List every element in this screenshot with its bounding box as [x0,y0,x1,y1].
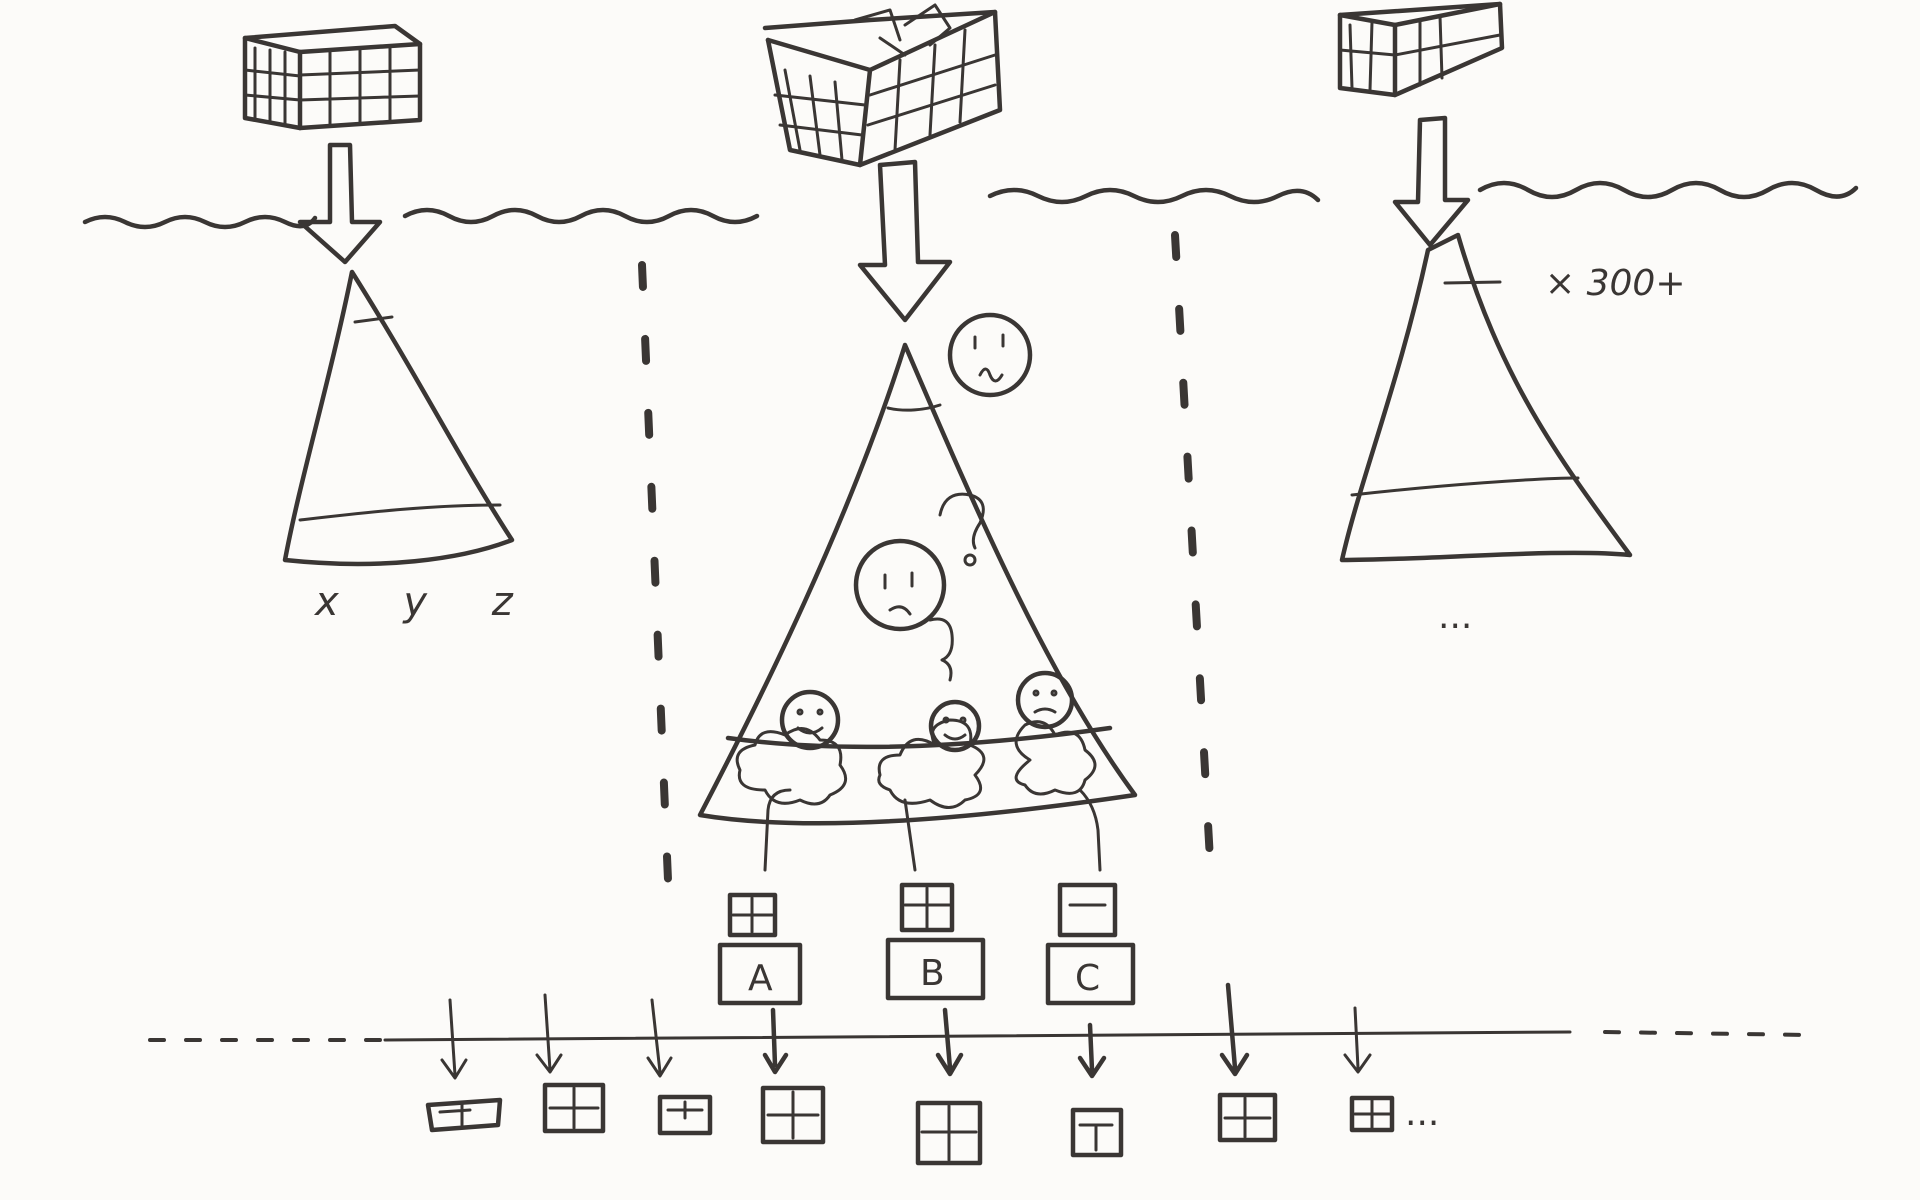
data-box-icon [762,3,1003,168]
divider-left [638,261,672,884]
label-tag-icon [717,942,803,1006]
smiley-icon [947,312,1033,398]
funnel-icon [282,269,515,567]
data-box-icon [242,23,423,131]
baseline [148,1030,1812,1042]
question-mark-icon [938,492,985,567]
grid-item-icon [1217,1092,1278,1143]
category-a-label: A [748,958,773,999]
thought-cloud-icon [1014,720,1102,872]
category-c-label: C [1075,958,1100,999]
down-arrow-icon [440,982,1372,1080]
more-indicator: ... [1405,1093,1439,1134]
grid-item-icon [899,882,955,933]
more-indicator: ... [1438,596,1472,637]
grid-item-icon [760,1085,826,1145]
data-box-icon [1337,1,1505,98]
grid-item-icon [1057,882,1118,938]
thought-cloud-icon [877,718,986,872]
thought-cloud-icon [735,727,848,872]
funnel-icon [697,342,1138,826]
category-b-label: B [920,953,945,994]
down-arrow-icon [297,142,383,265]
grid-item-icon [727,892,778,938]
surface-wave-line [82,180,1859,230]
down-arrow-icon [1392,115,1471,248]
grid-item-icon [1070,1107,1124,1158]
down-arrow-icon [857,159,953,323]
axes-label: x y z [313,579,539,625]
grid-item-icon [1349,1095,1395,1133]
grid-item-icon [425,1097,503,1133]
label-tag-icon [1045,942,1136,1006]
grid-item-icon [542,1082,606,1134]
grid-item-icon [915,1100,983,1166]
grid-item-icon [657,1094,713,1136]
confused-face-icon [853,538,954,682]
divider-right [1171,231,1216,899]
label-tag-icon [885,937,986,1001]
funnel-icon [1339,232,1633,563]
smiley-icon [779,689,841,751]
confused-face-icon [1015,670,1075,730]
instance-count-label: × 300+ [1545,263,1685,304]
